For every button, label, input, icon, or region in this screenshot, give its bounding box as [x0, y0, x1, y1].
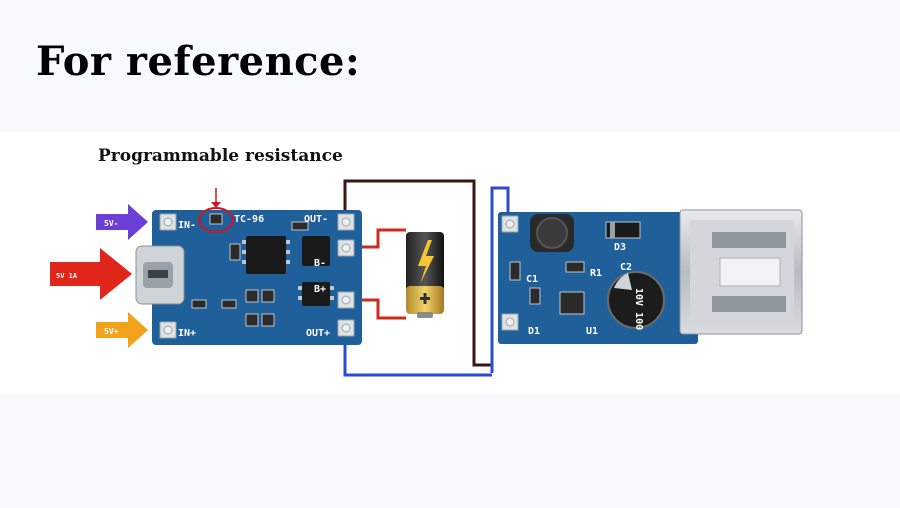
transistor-u1 — [559, 291, 585, 315]
blue-wire-bottom — [343, 335, 492, 377]
svg-text:5V+: 5V+ — [104, 327, 119, 336]
svg-text:C1: C1 — [526, 274, 538, 285]
svg-text:5V 1A: 5V 1A — [56, 272, 78, 280]
svg-text:10V 100: 10V 100 — [633, 288, 644, 330]
boost-board: 10V 100 C2 C1 D1 D3 U1 R1 — [498, 212, 698, 344]
mosfet-ic — [302, 282, 330, 306]
plus-sign-icon — [420, 293, 430, 304]
charger-ic — [246, 236, 286, 274]
resistor-r1 — [565, 261, 585, 273]
svg-text:C2: C2 — [620, 262, 632, 273]
lightning-icon — [418, 240, 434, 284]
svg-text:OUT-: OUT- — [304, 214, 328, 225]
micro-usb-connector — [135, 245, 185, 305]
svg-text:B+: B+ — [314, 284, 326, 295]
arrow-5v-plus: 5V+ — [96, 312, 148, 348]
svg-text:R1: R1 — [590, 268, 602, 279]
input-arrows: 5V- 5V 1A 5V+ — [50, 204, 148, 348]
svg-text:U1: U1 — [586, 326, 598, 337]
programmable-resistor — [209, 213, 223, 225]
svg-text:D1: D1 — [528, 326, 540, 337]
protection-ic — [302, 236, 330, 266]
capacitor-c1 — [509, 261, 521, 281]
battery — [406, 232, 444, 318]
wires — [343, 179, 510, 377]
usb-a-port — [679, 209, 803, 335]
arrow-5v-input: 5V 1A — [50, 248, 132, 300]
svg-text:IN-: IN- — [178, 220, 196, 231]
electrolytic-capacitor: 10V 100 — [607, 271, 665, 330]
red-wire-bplus — [355, 298, 406, 320]
svg-text:TC-96: TC-96 — [234, 214, 264, 225]
red-wire-bminus — [355, 228, 406, 249]
page-heading: For reference: — [36, 38, 361, 85]
svg-text:D3: D3 — [614, 242, 626, 253]
smd-components — [191, 221, 309, 327]
svg-text:OUT+: OUT+ — [306, 328, 330, 339]
charger-board: IN- IN+ TC-96 OUT- OUT+ B- B+ — [135, 188, 362, 345]
blue-wire-right — [490, 186, 510, 373]
svg-text:5V-: 5V- — [104, 219, 118, 228]
svg-text:B-: B- — [314, 258, 326, 269]
arrow-5v-minus: 5V- — [96, 204, 148, 240]
svg-text:IN+: IN+ — [178, 328, 196, 339]
programmable-resistance-caption: Programmable resistance — [98, 146, 343, 166]
solder-pads — [159, 213, 355, 339]
inductor — [530, 214, 574, 252]
brown-wire — [343, 179, 492, 367]
